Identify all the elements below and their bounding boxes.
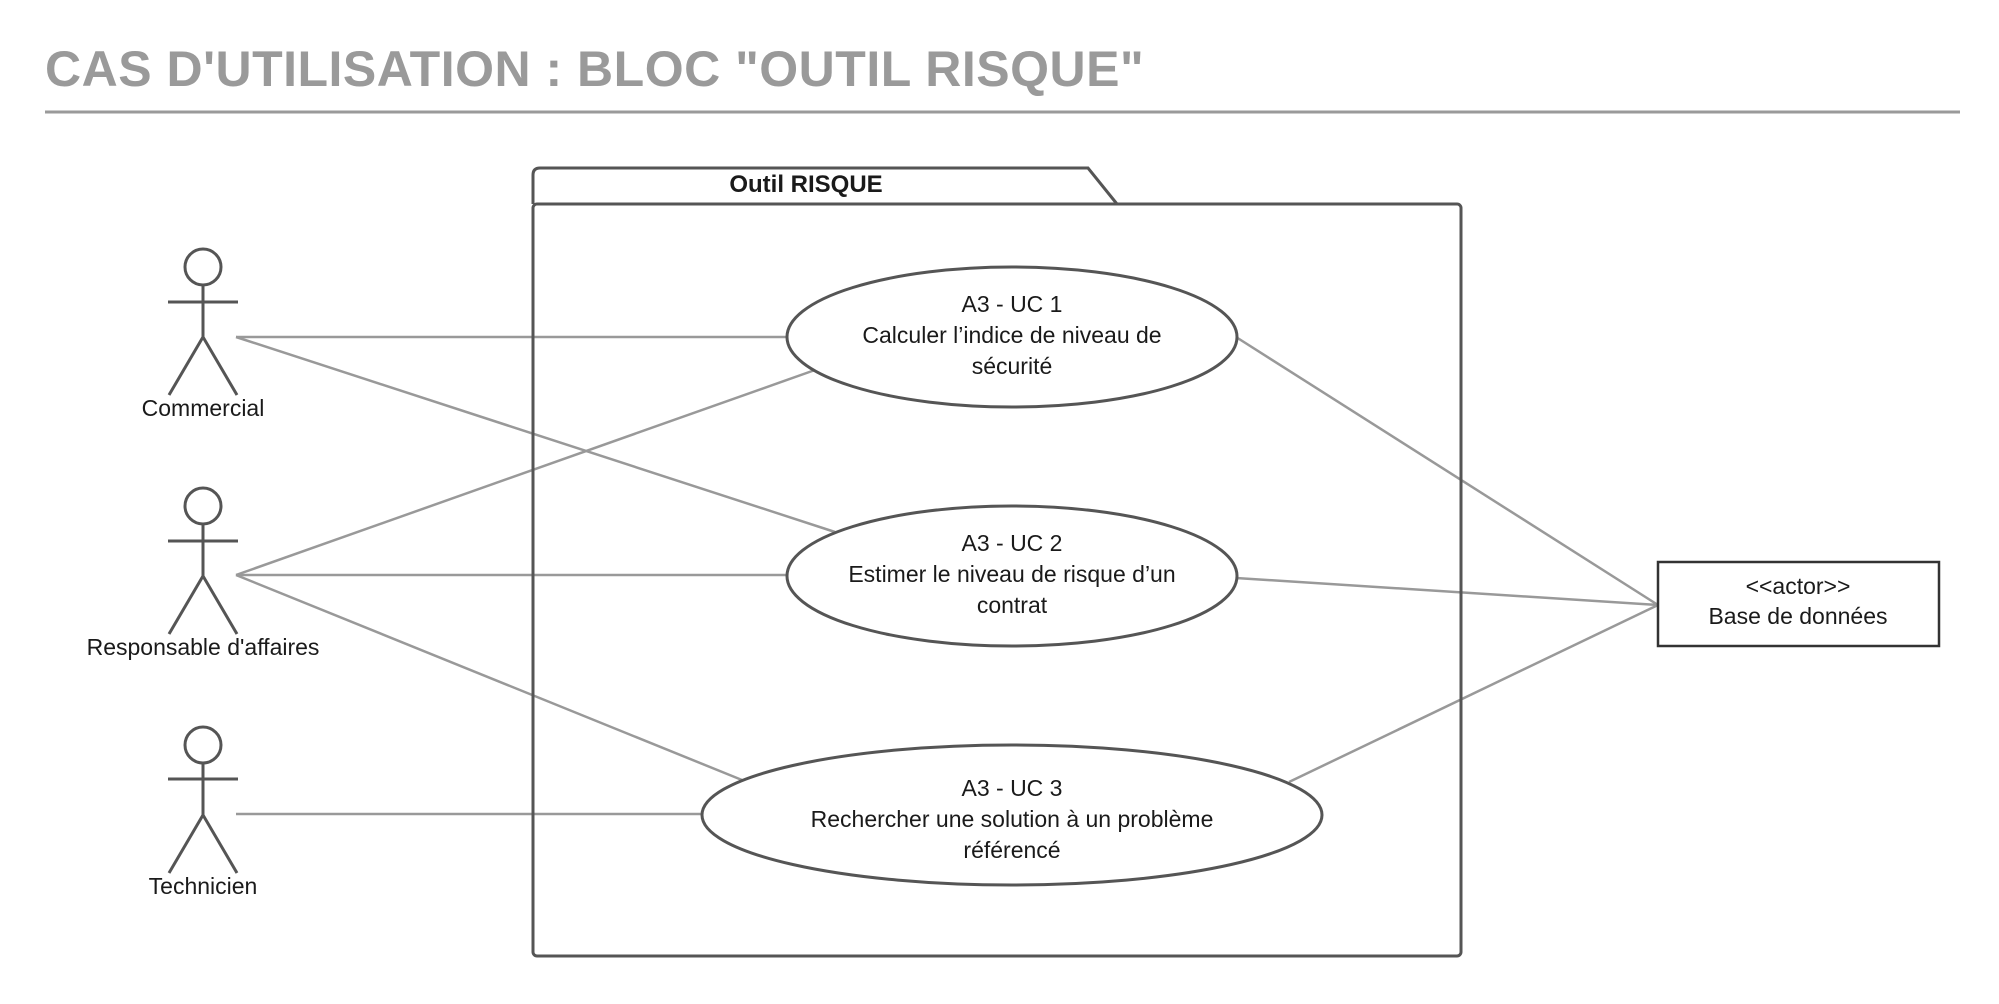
assoc-responsable-uc3 xyxy=(235,573,743,782)
use-case-label-line: Estimer le niveau de risque d’un xyxy=(848,561,1175,587)
actor-label: Commercial xyxy=(142,395,265,421)
use-case-label-line: Rechercher une solution à un problème xyxy=(811,806,1214,832)
use-case-label-line: contrat xyxy=(977,592,1048,618)
actor-head xyxy=(183,247,223,287)
actor-leg xyxy=(201,575,239,635)
actor-label: Technicien xyxy=(149,873,258,899)
system-boundary: Outil RISQUE xyxy=(531,166,1463,958)
assoc-uc2-db xyxy=(1235,576,1659,607)
actor-leg xyxy=(201,336,239,396)
use-case-code: A3 - UC 2 xyxy=(962,530,1063,556)
package-tab xyxy=(531,166,1119,205)
use-case-ellipse xyxy=(785,265,1239,409)
use-case-label-line: Calculer l’indice de niveau de xyxy=(862,322,1161,348)
actor-database[interactable]: <<actor>> Base de données xyxy=(1656,560,1941,648)
use-case-uc2[interactable]: A3 - UC 2 Estimer le niveau de risque d’… xyxy=(785,504,1239,648)
associations xyxy=(235,335,1659,816)
use-case-uc3[interactable]: A3 - UC 3 Rechercher une solution à un p… xyxy=(700,743,1324,887)
package-body xyxy=(531,202,1463,958)
use-case-code: A3 - UC 1 xyxy=(962,291,1063,317)
actor-label: Responsable d'affaires xyxy=(87,634,320,660)
page-title: CAS D'UTILISATION : BLOC "OUTIL RISQUE" xyxy=(45,41,1145,97)
use-case-label-line: référencé xyxy=(963,837,1060,863)
actor-commercial[interactable] xyxy=(167,247,239,396)
actor-leg xyxy=(167,814,205,874)
use-case-ellipse xyxy=(785,504,1239,648)
use-case-label-line: sécurité xyxy=(972,353,1053,379)
actor-leg xyxy=(201,814,239,874)
actor-head xyxy=(183,725,223,765)
actor-responsable[interactable] xyxy=(167,486,239,635)
system-name: Outil RISQUE xyxy=(729,171,882,198)
actor-stereotype: <<actor>> xyxy=(1746,573,1851,599)
use-case-ellipse xyxy=(700,743,1324,887)
actor-technicien[interactable] xyxy=(167,725,239,874)
assoc-commercial-uc2 xyxy=(235,335,836,534)
assoc-responsable-uc1 xyxy=(235,368,816,577)
actor-leg xyxy=(167,575,205,635)
assoc-uc3-db xyxy=(1288,603,1659,784)
actor-label: Base de données xyxy=(1708,603,1887,629)
assoc-uc1-db xyxy=(1235,335,1659,607)
actor-leg xyxy=(167,336,205,396)
use-case-code: A3 - UC 3 xyxy=(962,775,1063,801)
actor-head xyxy=(183,486,223,526)
use-case-uc1[interactable]: A3 - UC 1 Calculer l’indice de niveau de… xyxy=(785,265,1239,409)
actor-box xyxy=(1656,560,1941,648)
